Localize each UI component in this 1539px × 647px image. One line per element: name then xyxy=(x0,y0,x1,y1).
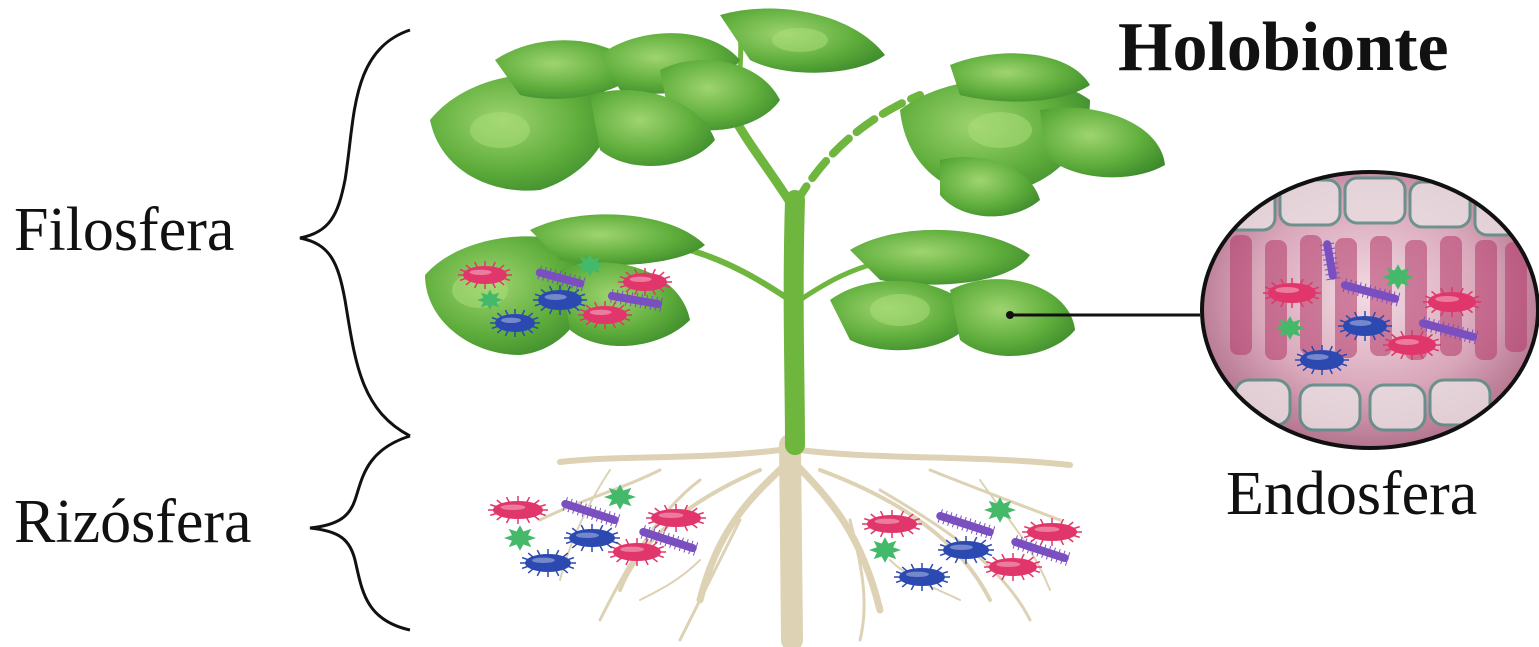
pink-microbe-icon xyxy=(1263,278,1321,308)
pink-microbe-icon xyxy=(862,510,922,538)
pink-microbe-icon xyxy=(646,504,706,532)
blue-microbe-icon xyxy=(894,563,950,591)
pink-microbe-icon xyxy=(984,553,1042,581)
green-microbe-icon xyxy=(576,254,604,276)
green-microbe-icon xyxy=(477,290,503,311)
diagram-title: Holobionte xyxy=(1118,8,1449,88)
blue-microbe-icon xyxy=(1338,311,1392,341)
purple-bacillus-icon xyxy=(934,508,995,540)
rhizosphere-label: Rizósfera xyxy=(14,484,252,560)
pink-microbe-icon xyxy=(1423,287,1481,317)
green-microbe-icon xyxy=(869,537,901,563)
blue-microbe-icon xyxy=(564,524,620,552)
pink-microbe-icon xyxy=(488,496,548,524)
blue-microbe-icon xyxy=(490,309,540,337)
pink-microbe-icon xyxy=(1022,518,1082,546)
green-microbe-icon xyxy=(604,484,636,510)
green-microbe-icon xyxy=(1275,316,1305,340)
pink-microbe-icon xyxy=(458,261,512,289)
endosphere-magnifier xyxy=(1195,165,1539,455)
blue-microbe-icon xyxy=(533,285,587,315)
endosphere-label: Endosfera xyxy=(1226,456,1477,532)
phyllosphere-label: Filosfera xyxy=(14,192,234,268)
pink-microbe-icon xyxy=(618,268,672,296)
blue-microbe-icon xyxy=(938,536,994,564)
rhizosphere-brace xyxy=(310,436,410,630)
roots xyxy=(540,445,1070,640)
phyllosphere-brace xyxy=(300,30,410,436)
blue-microbe-icon xyxy=(520,549,576,577)
blue-microbe-icon xyxy=(1295,345,1349,375)
pink-microbe-icon xyxy=(578,301,632,329)
green-microbe-icon xyxy=(984,497,1016,523)
pink-microbe-icon xyxy=(1383,330,1441,360)
green-microbe-icon xyxy=(504,525,536,551)
green-microbe-icon xyxy=(1382,264,1414,290)
